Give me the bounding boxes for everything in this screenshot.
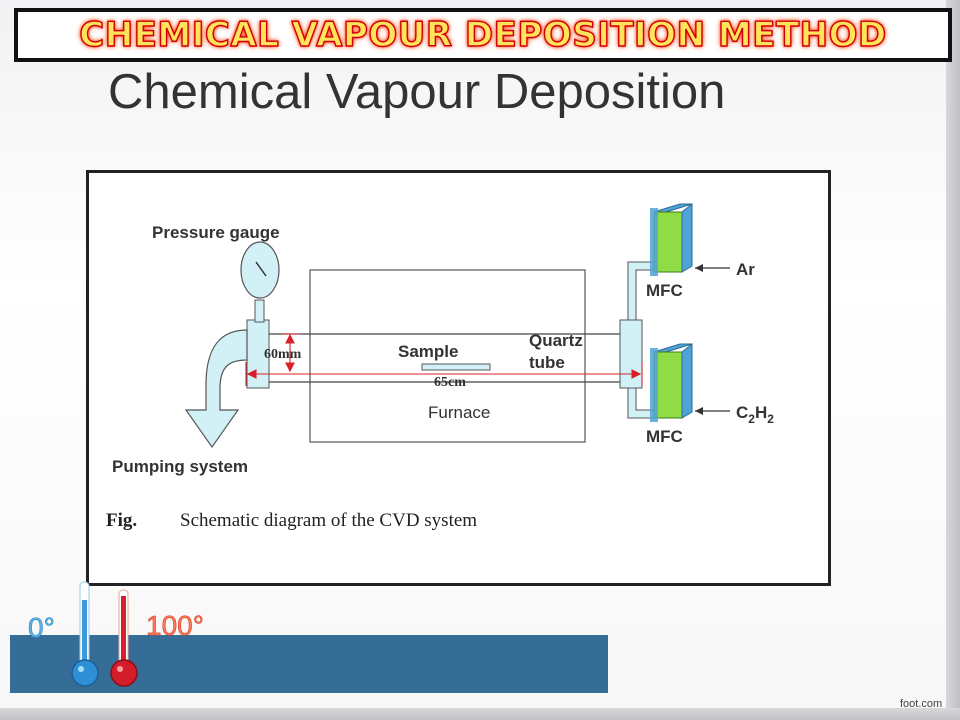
caption-label: Fig. — [106, 510, 138, 531]
label-mfc-top: MFC — [646, 281, 683, 300]
label-diameter: 60mm — [264, 347, 302, 362]
slide-edge-bottom — [0, 708, 960, 720]
label-tube: tube — [529, 353, 565, 372]
footer-blue-bar — [10, 635, 608, 693]
pumping-arrow-icon — [184, 329, 248, 449]
label-gas-c2h2: C2H2 — [736, 403, 774, 426]
mfc-bottom-unit — [650, 342, 693, 422]
label-length: 65cm — [434, 375, 466, 390]
dimension-65cm — [245, 362, 643, 386]
sample-plate — [421, 363, 491, 371]
c2h2-sub-1: 2 — [748, 412, 755, 426]
watermark-text: foot.com — [900, 698, 943, 710]
hot-thermometer-icon — [110, 589, 138, 687]
label-mfc-bottom: MFC — [646, 427, 683, 446]
c2h2-sub-2: 2 — [767, 412, 774, 426]
arrowhead-ar — [695, 264, 703, 272]
pressure-gauge-icon — [240, 241, 280, 299]
slide-edge-right — [946, 0, 960, 720]
label-gas-ar: Ar — [736, 260, 755, 279]
label-pumping-system: Pumping system — [112, 457, 248, 476]
slide-title: Chemical Vapour Deposition — [108, 65, 726, 119]
mfc-top-unit — [650, 202, 693, 276]
cold-thermometer-icon — [71, 581, 99, 687]
c2h2-c: C — [736, 403, 748, 422]
hot-temperature-label: 100° — [146, 610, 205, 642]
dimension-60mm — [282, 333, 300, 373]
label-quartz: Quartz — [529, 331, 583, 350]
label-pressure-gauge: Pressure gauge — [152, 223, 280, 242]
label-sample: Sample — [398, 342, 458, 361]
gauge-needle — [255, 261, 267, 277]
caption-text: Schematic diagram of the CVD system — [180, 510, 478, 531]
banner-title: CHEMICAL VAPOUR DEPOSITION METHOD — [79, 14, 887, 55]
arrowhead-c2h2 — [695, 407, 703, 415]
c2h2-h: H — [755, 403, 767, 422]
cold-temperature-label: 0° — [28, 612, 55, 644]
title-banner: CHEMICAL VAPOUR DEPOSITION METHOD — [14, 8, 952, 62]
label-furnace: Furnace — [428, 403, 490, 422]
gauge-stem — [254, 299, 265, 323]
furnace-box — [309, 269, 586, 443]
